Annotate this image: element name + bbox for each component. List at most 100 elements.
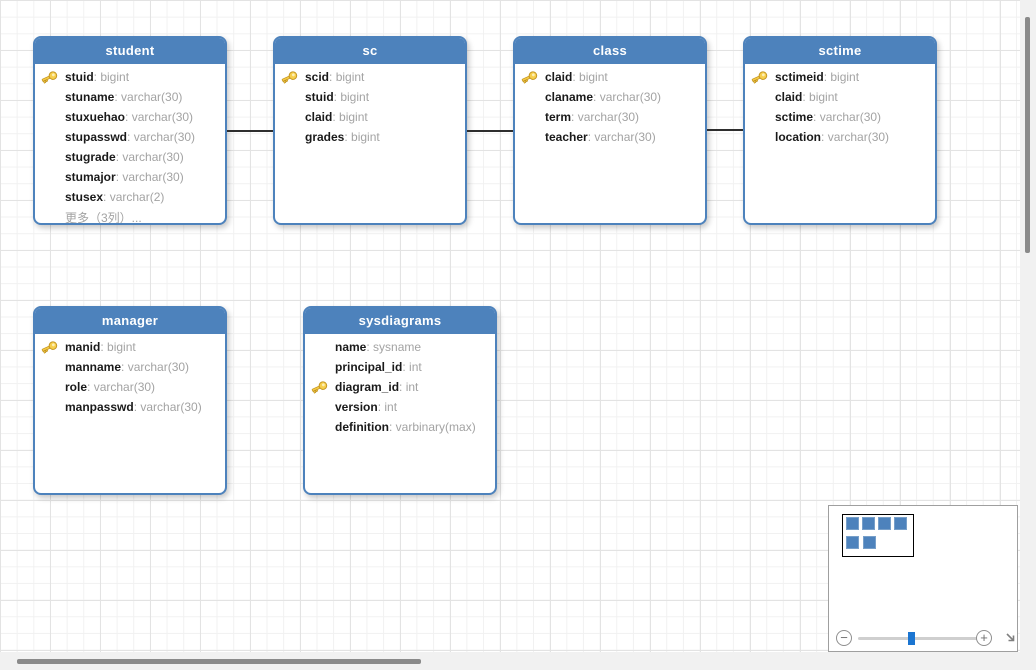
horizontal-scrollbar[interactable] — [0, 652, 1036, 670]
entity-title[interactable]: sc — [275, 38, 465, 64]
field-row[interactable]: namesysname — [305, 337, 495, 357]
field-row[interactable]: mannamevarchar(30) — [35, 357, 225, 377]
entity-sctime[interactable]: sctimesctimeidbigintclaidbigintsctimevar… — [743, 36, 937, 225]
field-name: definition — [335, 420, 389, 434]
field-type: varchar(30) — [134, 400, 201, 414]
field-row[interactable]: stugradevarchar(30) — [35, 147, 225, 167]
horizontal-scrollbar-thumb[interactable] — [17, 659, 421, 664]
field-row[interactable]: scidbigint — [275, 67, 465, 87]
field-row[interactable]: stunamevarchar(30) — [35, 87, 225, 107]
field-name: manname — [65, 360, 122, 374]
entity-sysdiagrams[interactable]: sysdiagramsnamesysnameprincipal_idintdia… — [303, 306, 497, 495]
field-row[interactable]: claidbigint — [515, 67, 705, 87]
field-type: varchar(30) — [87, 380, 155, 394]
field-type: varchar(30) — [821, 130, 889, 144]
field-row[interactable]: diagram_idint — [305, 377, 495, 397]
primary-key-icon — [311, 380, 335, 394]
field-row[interactable]: claidbigint — [275, 107, 465, 127]
field-name: manid — [65, 340, 101, 354]
field-row[interactable]: sctimevarchar(30) — [745, 107, 935, 127]
field-name: stumajor — [65, 170, 116, 184]
field-row[interactable]: sctimeidbigint — [745, 67, 935, 87]
field-name: stusex — [65, 190, 104, 204]
resize-grip-icon[interactable] — [1004, 631, 1018, 645]
field-type: varchar(2) — [103, 190, 165, 204]
field-row[interactable]: stumajorvarchar(30) — [35, 167, 225, 187]
field-row[interactable]: clanamevarchar(30) — [515, 87, 705, 107]
field-name: role — [65, 380, 88, 394]
minimap-node — [878, 517, 891, 530]
vertical-scrollbar-thumb[interactable] — [1025, 17, 1030, 253]
field-row[interactable]: rolevarchar(30) — [35, 377, 225, 397]
field-row[interactable]: principal_idint — [305, 357, 495, 377]
field-name: claid — [775, 90, 803, 104]
field-row[interactable]: manidbigint — [35, 337, 225, 357]
field-row[interactable]: 更多（3列）... — [35, 207, 225, 225]
zoom-in-button[interactable]: + — [976, 630, 992, 646]
field-type: varchar(30) — [571, 110, 639, 124]
entity-title[interactable]: class — [515, 38, 705, 64]
field-row[interactable]: claidbigint — [745, 87, 935, 107]
field-row[interactable]: versionint — [305, 397, 495, 417]
field-name: stuid — [305, 90, 334, 104]
relationship-line-class-sctime[interactable] — [707, 129, 743, 131]
field-row[interactable]: gradesbigint — [275, 127, 465, 147]
primary-key-icon — [281, 70, 305, 84]
zoom-out-button[interactable]: − — [836, 630, 852, 646]
field-name: stuname — [65, 90, 115, 104]
entity-field-list: claidbigintclanamevarchar(30)termvarchar… — [515, 64, 705, 147]
minimap-viewport[interactable] — [842, 514, 914, 557]
field-row[interactable]: manpasswdvarchar(30) — [35, 397, 225, 417]
field-row[interactable]: teachervarchar(30) — [515, 127, 705, 147]
entity-class[interactable]: classclaidbigintclanamevarchar(30)termva… — [513, 36, 707, 225]
relationship-line-student-sc[interactable] — [227, 130, 273, 132]
vertical-scrollbar[interactable] — [1020, 0, 1036, 652]
field-row[interactable]: definitionvarbinary(max) — [305, 417, 495, 437]
field-name: sctime — [775, 110, 814, 124]
field-type: bigint — [334, 90, 369, 104]
entity-title[interactable]: manager — [35, 308, 225, 334]
entity-title[interactable]: student — [35, 38, 225, 64]
entity-student[interactable]: studentstuidbigintstunamevarchar(30)stux… — [33, 36, 227, 225]
field-name: stuxuehao — [65, 110, 126, 124]
minimap-node — [846, 517, 859, 530]
field-type: sysname — [366, 340, 421, 354]
field-row[interactable]: stuidbigint — [35, 67, 225, 87]
field-row[interactable]: stuidbigint — [275, 87, 465, 107]
field-type: varchar(30) — [127, 130, 195, 144]
field-name: teacher — [545, 130, 588, 144]
entity-manager[interactable]: managermanidbigintmannamevarchar(30)role… — [33, 306, 227, 495]
diagram-canvas[interactable]: studentstuidbigintstunamevarchar(30)stux… — [0, 0, 1020, 652]
entity-title[interactable]: sysdiagrams — [305, 308, 495, 334]
field-type: varchar(30) — [116, 150, 183, 164]
field-type: bigint — [802, 90, 838, 104]
zoom-slider-track[interactable] — [858, 637, 980, 640]
minimap-node — [863, 536, 876, 549]
entity-sc[interactable]: scscidbigintstuidbigintclaidbigintgrades… — [273, 36, 467, 225]
field-row[interactable]: stusexvarchar(2) — [35, 187, 225, 207]
field-name: grades — [305, 130, 345, 144]
field-row[interactable]: termvarchar(30) — [515, 107, 705, 127]
minimap-area[interactable] — [833, 509, 1011, 628]
primary-key-icon — [41, 70, 65, 84]
field-name: sctimeid — [775, 70, 824, 84]
primary-key-icon — [41, 340, 65, 354]
entity-field-list: stuidbigintstunamevarchar(30)stuxuehaova… — [35, 64, 225, 225]
entity-title[interactable]: sctime — [745, 38, 935, 64]
zoom-slider-thumb[interactable] — [908, 632, 915, 645]
field-name: claid — [305, 110, 333, 124]
relationship-line-sc-class[interactable] — [467, 130, 513, 132]
entity-field-list: namesysnameprincipal_idintdiagram_idintv… — [305, 334, 495, 437]
entity-field-list: sctimeidbigintclaidbigintsctimevarchar(3… — [745, 64, 935, 147]
field-type: varchar(30) — [116, 170, 183, 184]
field-name: name — [335, 340, 367, 354]
field-row[interactable]: stuxuehaovarchar(30) — [35, 107, 225, 127]
field-row[interactable]: locationvarchar(30) — [745, 127, 935, 147]
field-type: bigint — [100, 340, 136, 354]
field-type: int — [399, 380, 419, 394]
entity-field-list: manidbigintmannamevarchar(30)rolevarchar… — [35, 334, 225, 417]
field-row[interactable]: stupasswdvarchar(30) — [35, 127, 225, 147]
field-name: version — [335, 400, 378, 414]
more-columns-label: 更多（3列）... — [65, 210, 142, 225]
